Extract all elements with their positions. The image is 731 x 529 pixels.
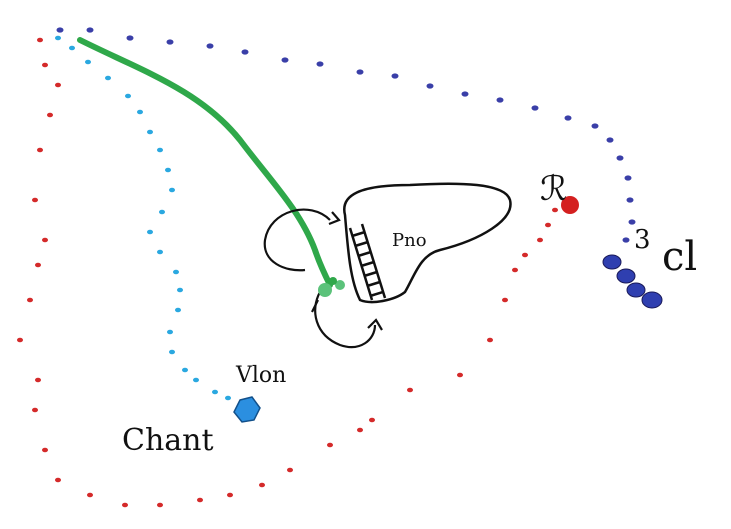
label-pno: Pno <box>392 230 427 251</box>
main-blob-outline <box>343 182 512 304</box>
blue-dot <box>206 43 214 49</box>
blue-dot <box>616 155 624 161</box>
blue-dot <box>591 123 599 129</box>
blue-dot <box>166 39 174 45</box>
red-dot <box>512 267 518 273</box>
red-dot <box>502 297 508 303</box>
red-dot <box>55 477 61 483</box>
red-dot <box>42 237 48 243</box>
red-dot <box>287 467 293 473</box>
blue-dotted-path <box>56 27 636 243</box>
cyan-dot <box>147 229 153 235</box>
cyan-dot <box>225 395 231 401</box>
label-top-right-mark: ℛ <box>540 169 567 209</box>
red-dot <box>545 222 551 228</box>
blue-blob-cluster <box>602 254 663 309</box>
cyan-dot <box>173 269 179 275</box>
red-dot <box>487 337 493 343</box>
red-dot <box>42 447 48 453</box>
red-dotted-path <box>17 37 558 508</box>
cyan-dot <box>85 59 91 65</box>
cyan-dot <box>177 287 183 293</box>
red-dot <box>537 237 543 243</box>
cyan-dot <box>212 389 218 395</box>
cyan-dot <box>167 329 173 335</box>
blue-dot <box>86 27 94 33</box>
cyan-dot <box>105 75 111 81</box>
blue-dot <box>391 73 399 79</box>
blue-dot <box>461 91 469 97</box>
cyan-dot <box>125 93 131 99</box>
cyan-dot <box>147 129 153 135</box>
red-dot <box>552 207 558 213</box>
red-dot <box>122 502 128 508</box>
red-dot <box>457 372 463 378</box>
red-dot <box>32 407 38 413</box>
red-dot <box>369 417 375 423</box>
red-dot <box>227 492 233 498</box>
cyan-dot <box>165 167 171 173</box>
label-chant: Chant <box>122 423 214 458</box>
green-trajectory <box>77 37 333 288</box>
red-dot <box>17 337 23 343</box>
label-three: 3 <box>634 225 651 255</box>
cyan-dot <box>157 147 163 153</box>
cyan-dot <box>182 367 188 373</box>
blue-dot <box>356 69 364 75</box>
red-dot <box>522 252 528 258</box>
cyan-dot <box>69 45 75 51</box>
red-dot <box>55 82 61 88</box>
blue-dot <box>241 49 249 55</box>
blue-dot <box>281 57 289 63</box>
blue-dot <box>531 105 539 111</box>
blue-dot <box>628 219 636 225</box>
red-dot <box>32 197 38 203</box>
blue-dot <box>426 83 434 89</box>
red-dot <box>35 377 41 383</box>
cyan-dot <box>169 187 175 193</box>
red-dot <box>37 147 43 153</box>
red-dot <box>407 387 413 393</box>
blue-dot <box>606 137 614 143</box>
cyan-dot <box>159 209 165 215</box>
cyan-dotted-path <box>55 35 231 401</box>
red-dot <box>197 497 203 503</box>
label-right-mark: cl <box>662 234 697 280</box>
red-dot <box>47 112 53 118</box>
cyan-dot <box>193 377 199 383</box>
blue-dot <box>316 61 324 67</box>
red-dot <box>157 502 163 508</box>
blue-dot <box>626 197 634 203</box>
blue-dot <box>622 237 630 243</box>
red-blob <box>561 196 579 214</box>
red-dot <box>357 427 363 433</box>
red-dot <box>42 62 48 68</box>
cyan-dot <box>157 249 163 255</box>
blue-dot <box>496 97 504 103</box>
blue-dot <box>56 27 64 33</box>
cyan-dot <box>175 307 181 313</box>
green-blob <box>318 277 345 297</box>
cyan-dot <box>169 349 175 355</box>
red-dot <box>27 297 33 303</box>
red-dot <box>259 482 265 488</box>
label-vlon: Vlon <box>235 363 286 388</box>
cyan-hexagon <box>233 396 261 423</box>
blue-dot <box>126 35 134 41</box>
red-dot <box>87 492 93 498</box>
red-dot <box>35 262 41 268</box>
curved-arrows <box>263 208 383 349</box>
blue-dot <box>624 175 632 181</box>
red-dot <box>37 37 43 43</box>
red-dot <box>327 442 333 448</box>
cyan-dot <box>137 109 143 115</box>
blue-dot <box>564 115 572 121</box>
ladder-structure-icon <box>348 223 387 301</box>
cyan-dot <box>55 35 61 41</box>
